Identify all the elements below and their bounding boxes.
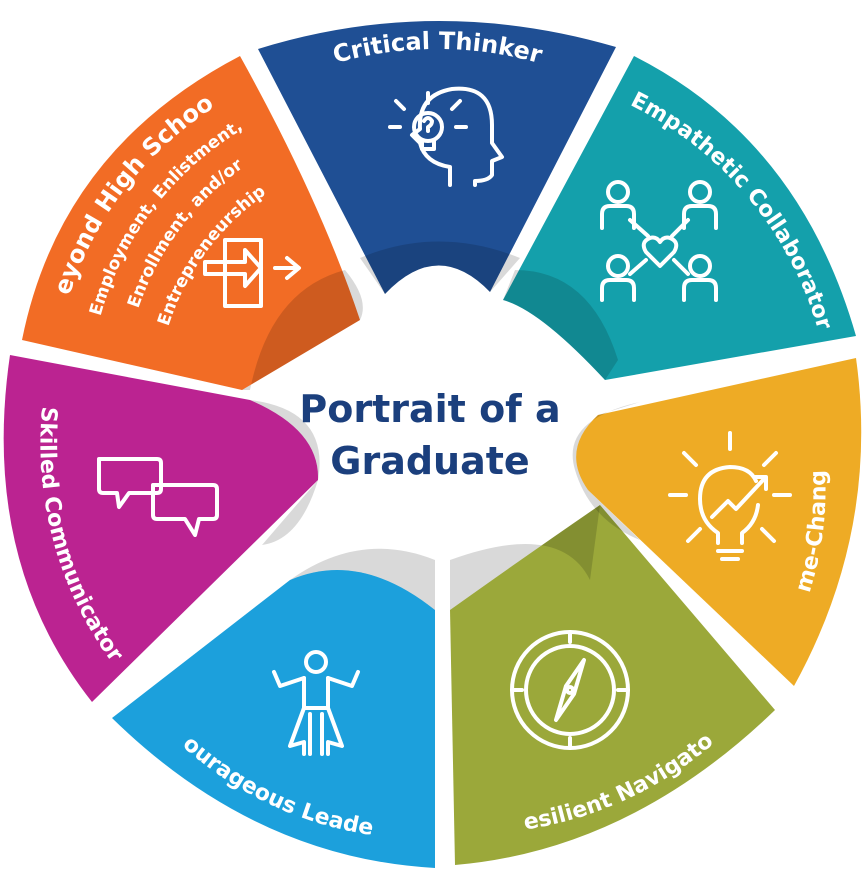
lightbulb-head-icon <box>388 86 504 187</box>
segment-skilled-communicator-inner <box>250 400 320 545</box>
segment-critical-thinker <box>258 20 616 294</box>
compass-icon <box>510 630 630 750</box>
segment-game-changer <box>576 358 862 686</box>
collaboration-heart-icon <box>600 180 718 302</box>
segment-resilient-navigator-inner <box>450 505 600 610</box>
segment-empathetic-collaborator-inner <box>503 270 618 380</box>
exit-door-icon <box>203 238 301 308</box>
segment-skilled-communicator <box>3 355 319 702</box>
speech-bubbles-icon <box>97 457 219 537</box>
segment-beyond-high-school-inner <box>242 270 363 390</box>
segment-courageous-leader <box>112 570 435 868</box>
leader-cape-icon <box>272 650 360 756</box>
center-title-line-1: Portrait of a <box>299 387 560 431</box>
segment-empathetic-collaborator <box>503 56 856 380</box>
segment-courageous-leader-inner <box>290 548 435 610</box>
center-title-line-2: Graduate <box>330 439 529 483</box>
segment-game-changer-inner <box>572 402 640 540</box>
segment-beyond-high-school <box>22 56 360 390</box>
segment-critical-thinker-inner <box>360 241 520 294</box>
lightbulb-growth-icon <box>668 431 792 561</box>
